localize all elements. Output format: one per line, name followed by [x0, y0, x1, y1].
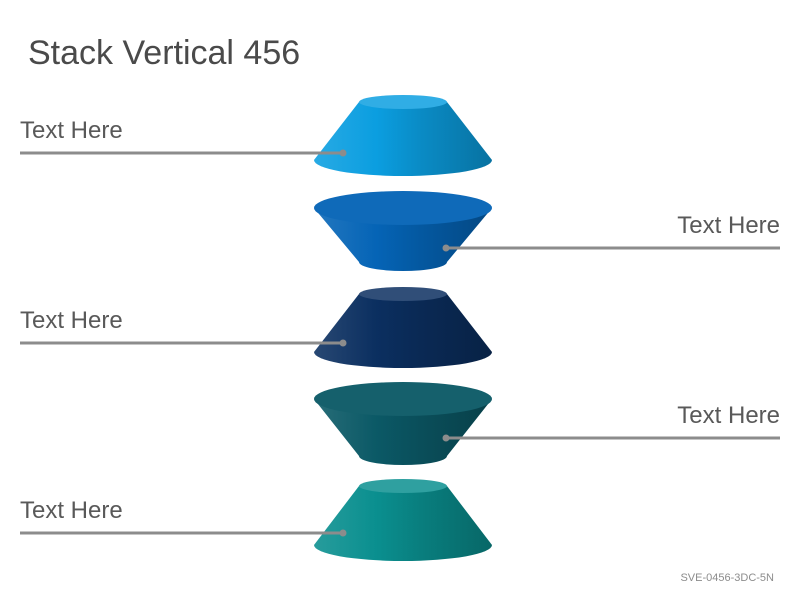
stack-layer-3 — [314, 287, 492, 368]
stack-layer-body — [314, 102, 492, 176]
stack-layer-cap — [314, 191, 492, 225]
connector-dot-2 — [442, 244, 450, 252]
stack-layer-5 — [314, 479, 492, 561]
layer-label-2: Text Here — [677, 212, 780, 239]
stack-layer-cap — [359, 95, 447, 109]
connector-dot-1 — [339, 149, 347, 157]
footer-code: SVE-0456-3DC-5N — [680, 572, 774, 584]
slide-title: Stack Vertical 456 — [28, 34, 301, 72]
layer-label-4: Text Here — [677, 402, 780, 429]
connector-dot-4 — [442, 434, 450, 442]
stack-layer-cap — [359, 479, 447, 493]
layer-label-3: Text Here — [20, 307, 123, 334]
stack-layer-body — [314, 208, 492, 271]
stack-layer-2 — [314, 191, 492, 271]
stack-layer-cap — [314, 382, 492, 416]
stack-layer-body — [314, 399, 492, 465]
stack-layer-body — [314, 294, 492, 368]
stack-layer-body — [314, 486, 492, 561]
stack-layer-cap — [359, 287, 447, 301]
connector-dot-3 — [339, 339, 347, 347]
connector-dot-5 — [339, 529, 347, 537]
stack-layer-4 — [314, 382, 492, 465]
layer-label-5: Text Here — [20, 497, 123, 524]
layer-label-1: Text Here — [20, 117, 123, 144]
stack-layer-1 — [314, 95, 492, 176]
